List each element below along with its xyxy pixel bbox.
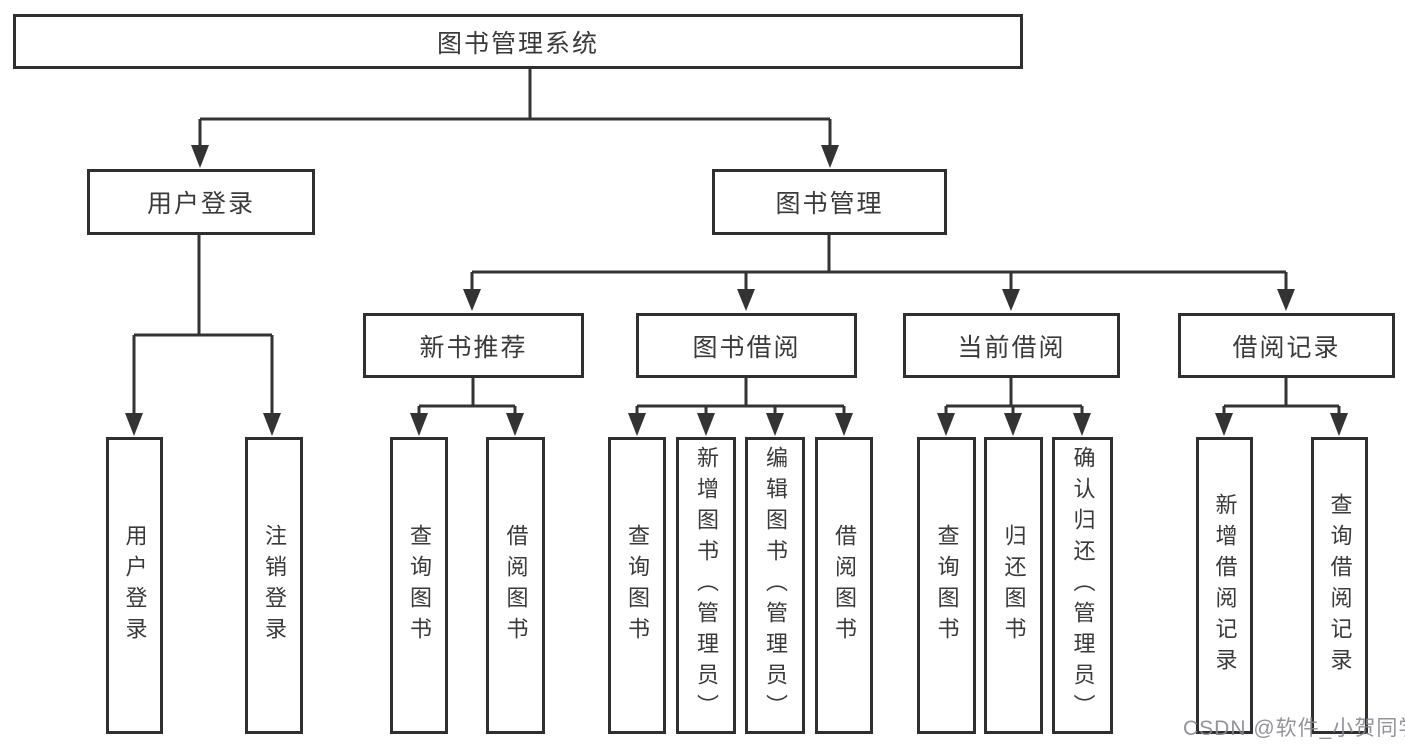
leaf-confirm-return-admin: 确认归还（管理员）: [1052, 437, 1113, 734]
node-label: 确认归还（管理员）: [1070, 446, 1096, 725]
node-label: 查询借阅记录: [1327, 492, 1353, 679]
node-label: 图书管理: [775, 190, 884, 218]
node-label: 借阅记录: [1232, 333, 1341, 362]
node-label: 查询图书: [625, 523, 650, 648]
node-label: 查询图书: [407, 523, 432, 648]
leaf-edit-book-admin: 编辑图书（管理员）: [745, 437, 805, 734]
node-label: 当前借阅: [957, 333, 1066, 362]
node-new-book-recommend: 新书推荐: [363, 313, 584, 378]
leaf-logout: 注销登录: [245, 437, 303, 734]
node-label: 查询图书: [934, 523, 960, 648]
leaf-query-books-borrow: 查询图书: [608, 437, 666, 734]
node-label: 图书管理系统: [436, 29, 599, 58]
leaf-user-login: 用户登录: [106, 437, 163, 734]
node-borrowing-records: 借阅记录: [1178, 313, 1395, 378]
node-label: 新增图书（管理员）: [694, 446, 719, 725]
node-current-borrowing: 当前借阅: [903, 313, 1120, 378]
node-label: 新增借阅记录: [1212, 492, 1238, 679]
arrowheads: [125, 145, 1348, 436]
node-book-borrowing: 图书借阅: [636, 313, 857, 378]
leaf-query-books-recommend: 查询图书: [390, 437, 448, 734]
node-label: 图书借阅: [692, 333, 801, 362]
node-book-management: 图书管理: [712, 169, 947, 235]
node-label: 用户登录: [122, 523, 148, 648]
leaf-borrow-books: 借阅图书: [815, 437, 873, 734]
node-label: 归还图书: [1001, 523, 1027, 648]
leaf-query-borrow-record: 查询借阅记录: [1311, 437, 1368, 734]
node-label: 借阅图书: [832, 523, 857, 648]
node-user-login: 用户登录: [87, 169, 315, 235]
leaf-borrow-books-recommend: 借阅图书: [486, 437, 545, 734]
node-label: 借阅图书: [503, 523, 529, 648]
leaf-query-books-current: 查询图书: [917, 437, 976, 734]
node-label: 注销登录: [262, 523, 287, 648]
leaf-add-borrow-record: 新增借阅记录: [1196, 437, 1253, 734]
node-label: 编辑图书（管理员）: [763, 446, 788, 725]
node-root-system: 图书管理系统: [13, 14, 1023, 69]
node-label: 新书推荐: [419, 333, 528, 362]
leaf-return-books: 归还图书: [984, 437, 1043, 734]
node-label: 用户登录: [146, 190, 255, 218]
csdn-watermark: CSDN @软件_小贺同学: [1183, 717, 1405, 740]
leaf-add-book-admin: 新增图书（管理员）: [676, 437, 736, 734]
